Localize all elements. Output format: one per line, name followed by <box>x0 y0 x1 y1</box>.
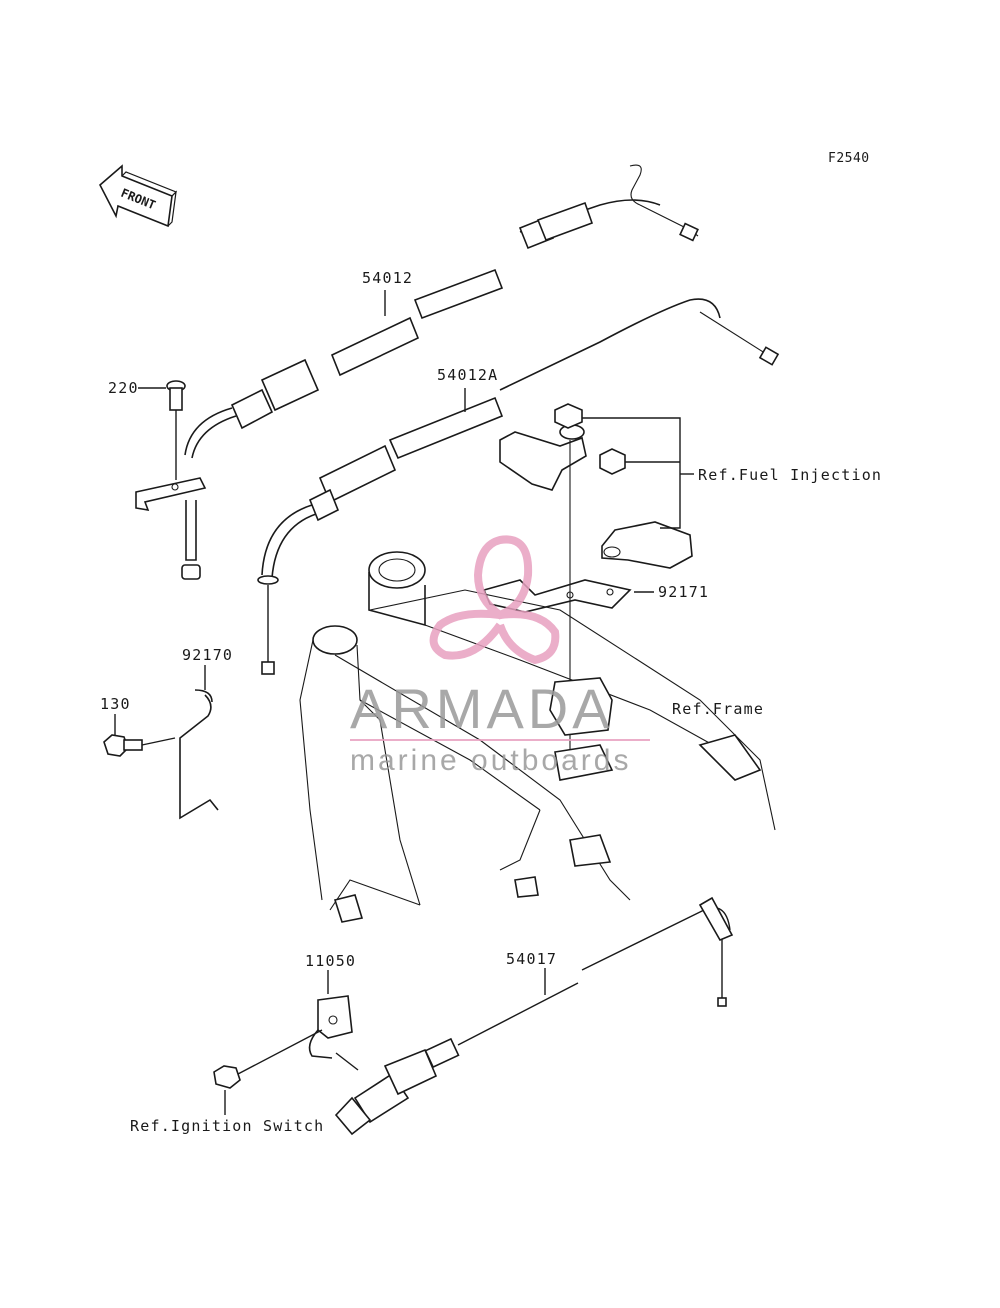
watermark-tagline: marine outboards <box>350 744 631 777</box>
bracket-92171 <box>482 579 632 613</box>
watermark-brand: ARMADA <box>350 677 614 740</box>
part-label-11050: 11050 <box>305 952 356 970</box>
diagram-code: F2540 <box>828 151 870 166</box>
choke-cable-54017 <box>334 896 734 1136</box>
ref-ignition-switch: Ref.Ignition Switch <box>130 1117 324 1135</box>
fuel-injection-sensor-lower <box>599 448 693 569</box>
throttle-cable-54012 <box>184 164 699 459</box>
motorcycle-frame <box>299 551 776 923</box>
bolt-130-icon <box>103 734 176 757</box>
part-label-92170: 92170 <box>182 646 233 664</box>
part-label-54012: 54012 <box>362 269 413 287</box>
part-label-54017: 54017 <box>506 950 557 968</box>
part-label-130: 130 <box>100 695 131 713</box>
bracket-11050 <box>308 995 353 1059</box>
cable-bracket <box>135 477 207 580</box>
screw-220-icon <box>166 380 186 480</box>
fuel-injection-sensor-upper <box>499 403 587 491</box>
clamp-92170 <box>179 689 219 820</box>
ref-fuel-injection: Ref.Fuel Injection <box>698 466 882 484</box>
ref-frame: Ref.Frame <box>672 700 764 718</box>
part-label-54012a: 54012A <box>437 366 498 384</box>
front-arrow-icon: FRONT <box>98 164 178 228</box>
part-label-220: 220 <box>108 379 139 397</box>
ignition-bolt-icon <box>213 1029 323 1089</box>
watermark-logo-icon <box>429 535 560 665</box>
throttle-cable-54012a <box>257 298 780 675</box>
watermark: ARMADA marine outboards <box>350 535 650 777</box>
part-label-92171: 92171 <box>658 583 709 601</box>
